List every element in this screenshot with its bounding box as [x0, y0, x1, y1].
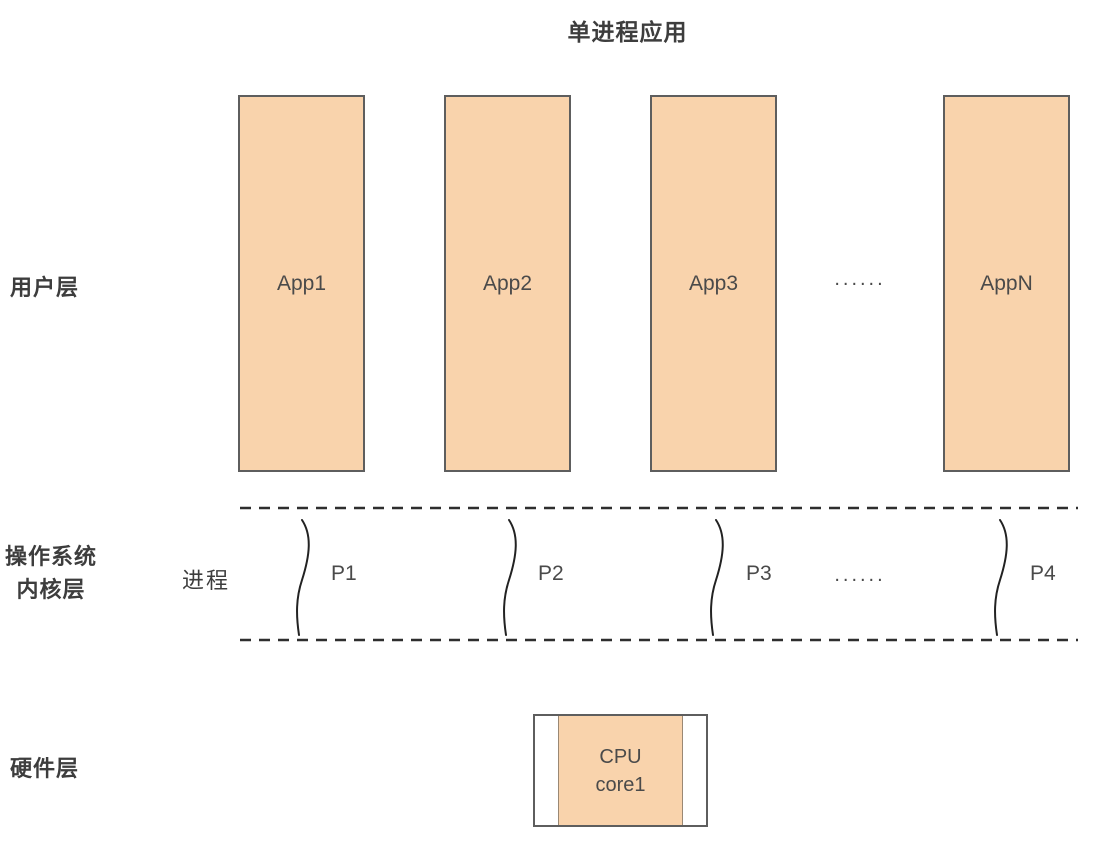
app-box-n-label: AppN	[980, 271, 1033, 295]
app-box-3-label: App3	[688, 271, 739, 295]
process-ellipsis: ......	[834, 564, 886, 586]
process-curve-3	[710, 519, 724, 636]
process-curve-1	[296, 519, 310, 636]
layer-label-kernel-line1: 操作系统	[4, 544, 97, 569]
process-item-2: P2	[538, 562, 564, 585]
cpu-label-line1: CPU	[599, 745, 642, 768]
diagram-title: 单进程应用	[567, 19, 688, 45]
layer-label-kernel-line2: 内核层	[16, 577, 86, 602]
cpu-box: CPU core1	[533, 714, 708, 827]
layer-label-user: 用户层	[10, 275, 80, 300]
process-curve-4	[994, 519, 1008, 636]
layer-label-kernel: 操作系统 内核层	[0, 540, 102, 606]
app-box-1-label: App1	[276, 271, 327, 295]
process-item-4: P4	[1030, 562, 1056, 585]
app-box-2: App2	[444, 95, 571, 472]
cpu-label-line2: core1	[595, 773, 646, 796]
process-row-label: 进程	[182, 568, 231, 593]
apps-ellipsis: ......	[834, 268, 886, 290]
app-box-2-label: App2	[482, 271, 533, 295]
process-curve-2	[503, 519, 517, 636]
app-box-1: App1	[238, 95, 365, 472]
process-item-1: P1	[331, 562, 357, 585]
app-box-n: AppN	[943, 95, 1070, 472]
app-box-3: App3	[650, 95, 777, 472]
layer-label-hardware: 硬件层	[10, 756, 80, 781]
process-item-3: P3	[746, 562, 772, 585]
cpu-core-box: CPU core1	[558, 716, 683, 825]
